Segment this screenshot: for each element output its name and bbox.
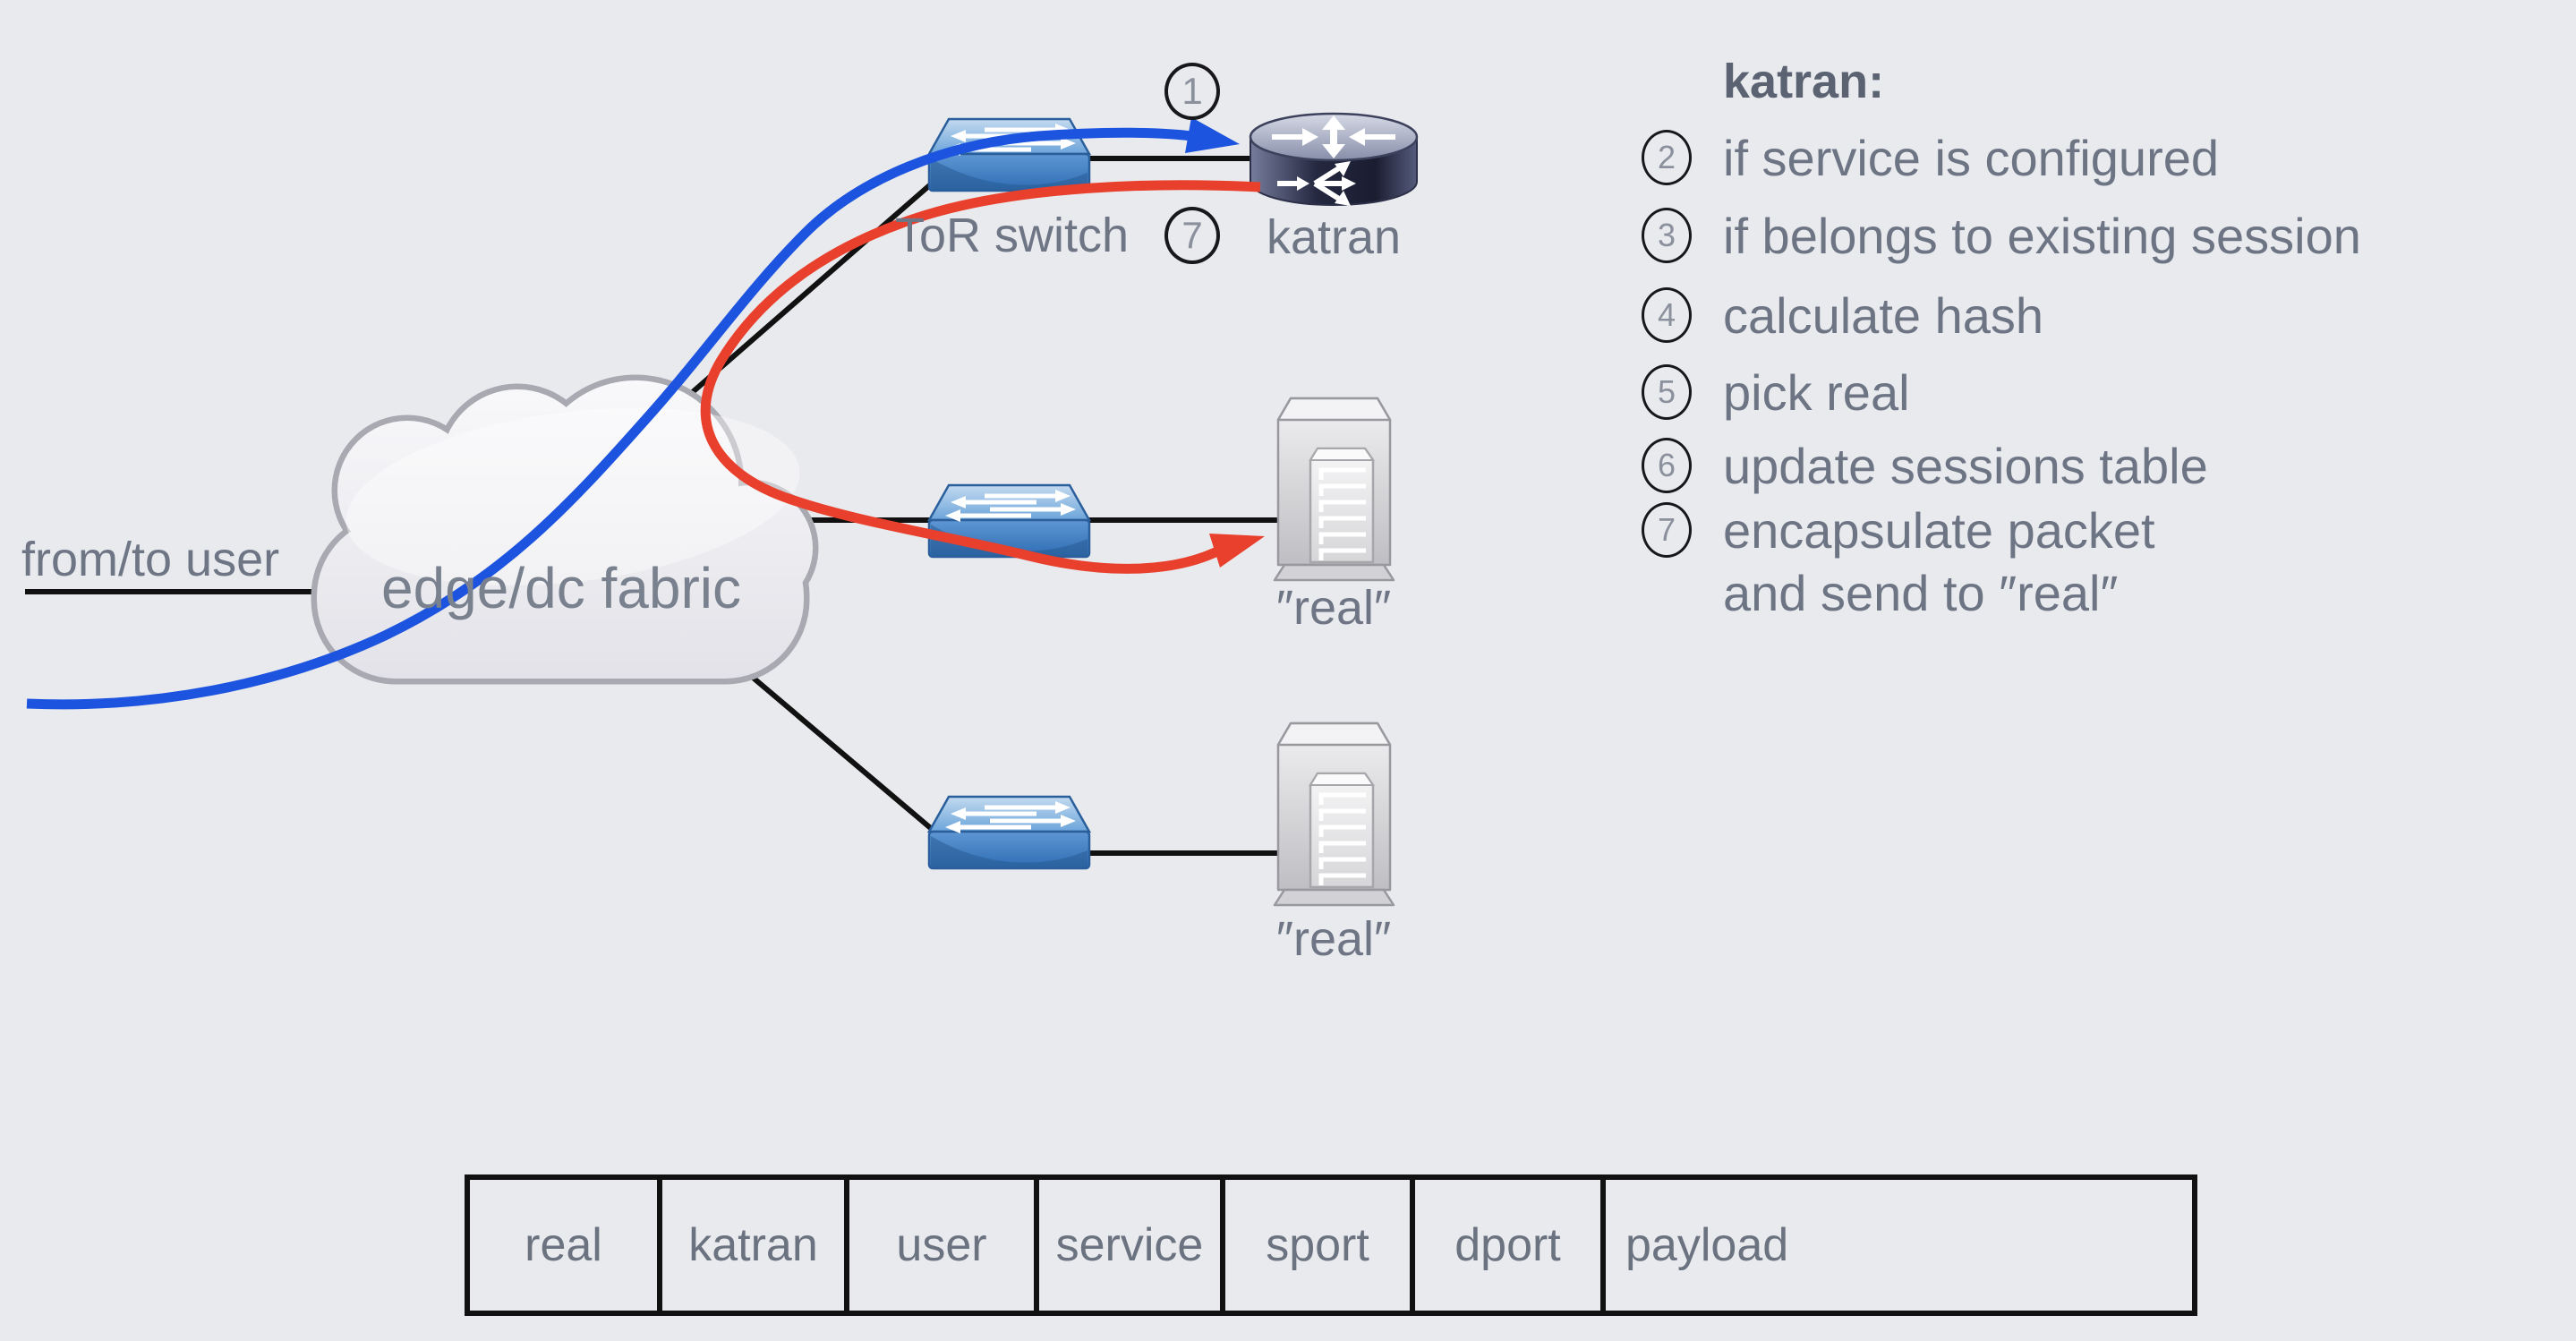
step-circle-5-number: 5 [1657,373,1676,410]
real-server-label-1: ″real″ [1275,581,1392,635]
step-item-6: update sessions table [1723,438,2208,494]
step-item-4: calculate hash [1723,287,2044,344]
encapsulated-packet-arrow [700,180,1265,574]
steps-title: katran: [1723,55,1885,108]
step-badge-7: 7 [1164,207,1220,264]
packet-field-payload: payload [1600,1180,2192,1311]
step-item-2: if service is configured [1723,130,2220,186]
katran-router-icon [1250,114,1417,206]
step-circle-5: 5 [1642,364,1692,420]
katran-device-label: katran [1266,210,1402,264]
cloud-icon [311,374,819,685]
step-circle-6: 6 [1642,438,1692,493]
step-badge-1-number: 1 [1181,70,1203,112]
packet-field-service: service [1034,1180,1220,1311]
from-to-user-label: from/to user [21,533,280,586]
step-circle-7: 7 [1642,502,1692,558]
step-circle-3-number: 3 [1657,217,1676,253]
packet-field-sport: sport [1220,1180,1410,1311]
real-server-icon-2 [1275,723,1394,905]
step-circle-6-number: 6 [1657,447,1676,483]
step-circle-7-number: 7 [1657,511,1676,548]
step-circle-3: 3 [1642,208,1692,263]
packet-layout-table: real katran user service sport dport pay… [465,1174,2197,1316]
step-item-7-continued: and send to ″real″ [1723,565,2119,621]
step-circle-4-number: 4 [1657,296,1676,333]
step-badge-7-number: 7 [1181,214,1203,256]
step-item-7: encapsulate packet [1723,502,2155,559]
packet-field-user: user [844,1180,1034,1311]
step-item-5: pick real [1723,364,1910,421]
packet-field-real: real [525,1219,602,1271]
packet-field-dport: dport [1410,1180,1600,1311]
step-circle-2: 2 [1642,130,1692,185]
bottom-switch-icon [929,797,1089,868]
edge-dc-fabric-label: edge/dc fabric [380,556,742,620]
tor-switch-label: ToR switch [895,209,1130,262]
packet-field-katran: katran [657,1180,844,1311]
step-badge-1: 1 [1164,63,1220,120]
middle-switch-icon [929,485,1089,557]
real-server-icon-1 [1275,398,1394,580]
real-server-label-2: ″real″ [1275,912,1392,966]
inbound-packet-arrow [26,117,1240,710]
step-circle-2-number: 2 [1657,139,1676,175]
step-circle-4: 4 [1642,287,1692,343]
step-item-3: if belongs to existing session [1723,208,2361,264]
